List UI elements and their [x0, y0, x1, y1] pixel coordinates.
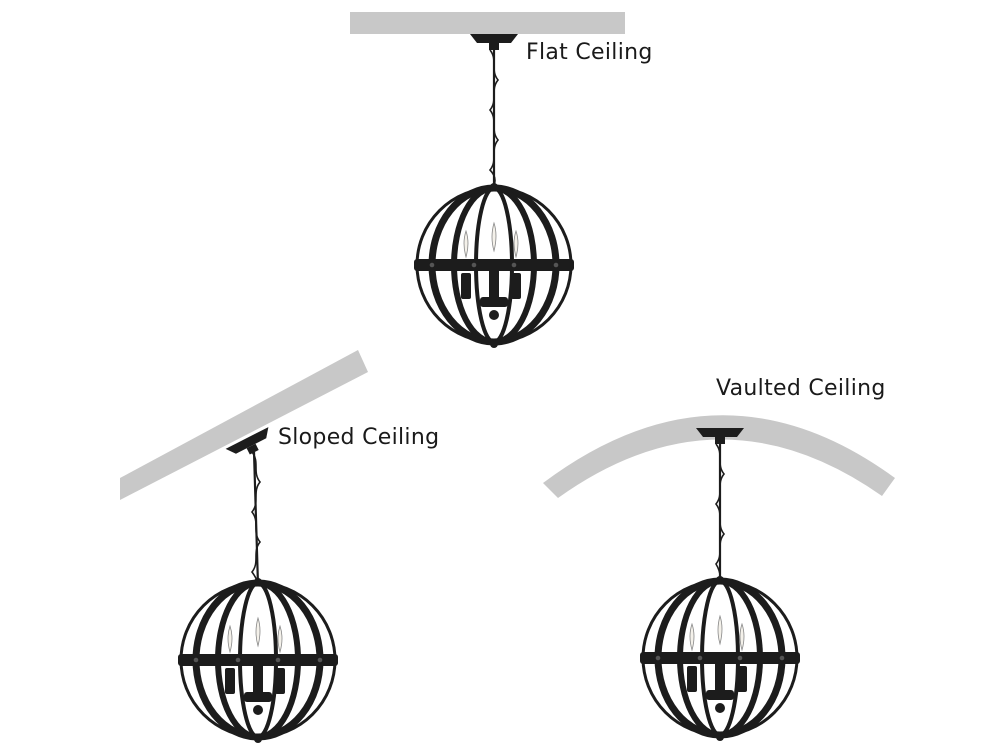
vaulted-chain	[714, 443, 726, 583]
vaulted-ceiling-label: Vaulted Ceiling	[716, 376, 886, 401]
flat-ceiling-label: Flat Ceiling	[526, 40, 653, 65]
vaulted-ceiling-group	[543, 415, 895, 741]
vaulted-ceiling-arc	[543, 415, 895, 498]
sloped-pendant-light	[178, 578, 338, 743]
flat-ceiling-group	[350, 12, 625, 348]
flat-ceiling-bar	[350, 12, 625, 34]
sloped-ceiling-label: Sloped Ceiling	[278, 425, 440, 450]
vaulted-canopy	[696, 428, 744, 444]
flat-chain	[488, 49, 500, 186]
sloped-ceiling-bar	[120, 350, 368, 500]
flat-pendant-light	[414, 183, 574, 348]
flat-canopy	[470, 34, 518, 50]
sloped-chain	[250, 451, 262, 586]
sloped-ceiling-group	[120, 350, 368, 743]
vaulted-pendant-light	[640, 576, 800, 741]
